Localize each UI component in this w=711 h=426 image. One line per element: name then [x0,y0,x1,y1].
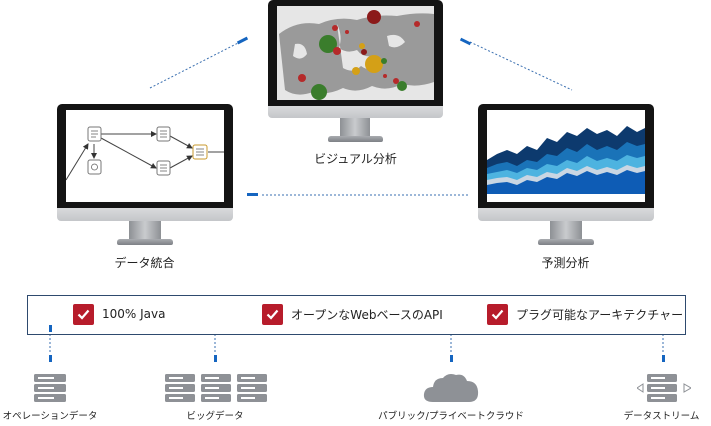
features-box [27,295,686,335]
source-bigdata-label: ビッグデータ [186,411,244,422]
monitor-predictive-analysis [478,104,654,254]
feature-pluggable-label: プラグ可能なアーキテクチャー [516,307,684,322]
bubble-map-graphic [277,6,434,100]
feature-pluggable: プラグ可能なアーキテクチャー [487,303,683,325]
monitor-data-integration-label: データ統合 [114,256,175,270]
check-icon [73,303,94,325]
check-icon [487,303,508,325]
connector-tick-box-left [49,325,52,332]
etl-flow-diagram [66,110,224,202]
connector-tick-cloud [450,355,453,362]
check-icon [262,303,283,325]
server-icon [34,374,66,402]
monitor-data-integration [57,104,233,254]
connector-tick-bigdata [214,355,217,362]
europe-map [277,6,434,100]
feature-web-api: オープンなWebベースのAPI [262,303,443,325]
stream-server-icon [637,374,691,402]
cloud-icon [423,374,479,402]
monitor-visual-analysis-label: ビジュアル分析 [314,152,397,166]
source-stream-label: データストリーム [623,411,700,422]
stream-graph-graphic [487,126,645,202]
connector-dash-middle [247,193,258,196]
monitor-visual-analysis [268,0,443,150]
server-cluster-icon [165,374,267,402]
feature-java: 100% Java [73,303,165,325]
feature-java-label: 100% Java [102,307,166,321]
source-operation-label: オペレーションデータ [2,411,98,422]
etl-flow-graphic [66,126,224,181]
stacked-area-chart [487,110,645,202]
feature-web-api-label: オープンなWebベースのAPI [291,307,443,322]
source-cloud-label: パブリック/プライベートクラウド [378,411,524,422]
connector-tick-operation [49,355,52,362]
connector-tick-stream [662,355,665,362]
monitor-predictive-analysis-label: 予測分析 [541,256,590,270]
